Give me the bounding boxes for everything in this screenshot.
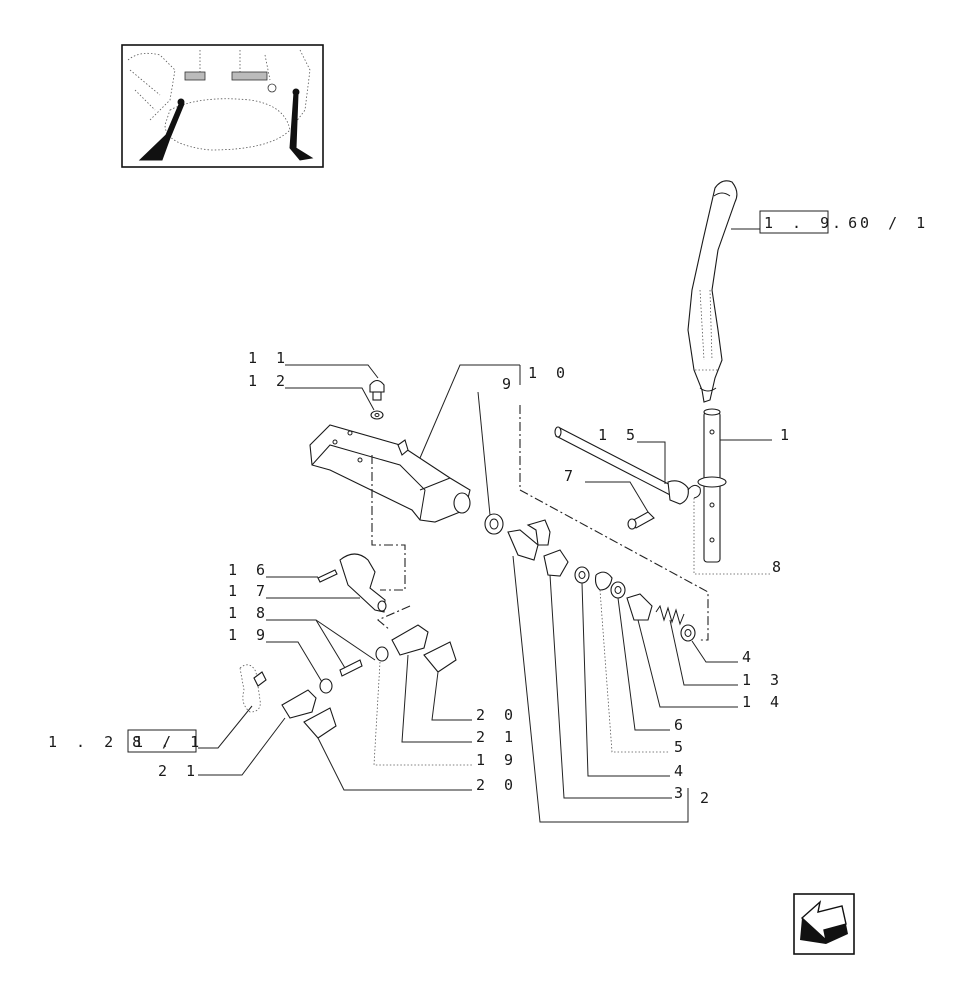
callout-10: 1 0 [528,364,570,382]
callout-11: 1 1 [248,349,290,367]
callout-1: 1 [780,426,794,444]
location-thumbnail [121,44,324,168]
back-arrow-icon[interactable] [793,893,855,955]
callout-4-upper: 4 [742,648,756,666]
assembly-outlines [371,405,709,641]
gear-lever [687,180,738,563]
ref-top-right-suffix: . 0 / 1 [832,214,930,232]
callout-15: 1 5 [598,426,640,444]
callout-20-upper: 2 0 [476,706,518,724]
callout-20-lower: 2 0 [476,776,518,794]
bolt-and-washer [369,379,385,420]
reference-box-left [127,729,197,753]
shaft-assembly [554,426,701,530]
callout-18: 1 8 [228,604,270,622]
callout-4-lower: 4 [674,762,688,780]
callout-12: 1 2 [248,372,290,390]
ref-top-right-boxed[interactable]: 1 . 9 6 [764,214,862,232]
bracket [309,424,471,523]
callout-13: 1 3 [742,671,784,689]
callout-8: 8 [772,558,786,576]
callout-21-upper: 2 1 [476,728,518,746]
ref-left-prefix: 1 . 2 8 . [48,733,174,751]
callout-16: 1 6 [228,561,270,579]
callout-7: 7 [564,467,578,485]
reference-box-top-right [759,210,829,234]
axis-parts [484,513,696,642]
callout-19-upper: 1 9 [228,626,270,644]
callout-14: 1 4 [742,693,784,711]
callout-6: 6 [674,716,688,734]
callout-19-lower: 1 9 [476,751,518,769]
callout-17: 1 7 [228,582,270,600]
callout-9: 9 [502,375,516,393]
callout-5: 5 [674,738,688,756]
lower-linkage [239,553,457,739]
callout-3: 3 [674,784,688,802]
callout-2: 2 [700,789,714,807]
callout-21-lower: 2 1 [158,762,200,780]
leader-lines [198,228,772,823]
ref-left-boxed[interactable]: 1 / 1 [134,733,204,751]
